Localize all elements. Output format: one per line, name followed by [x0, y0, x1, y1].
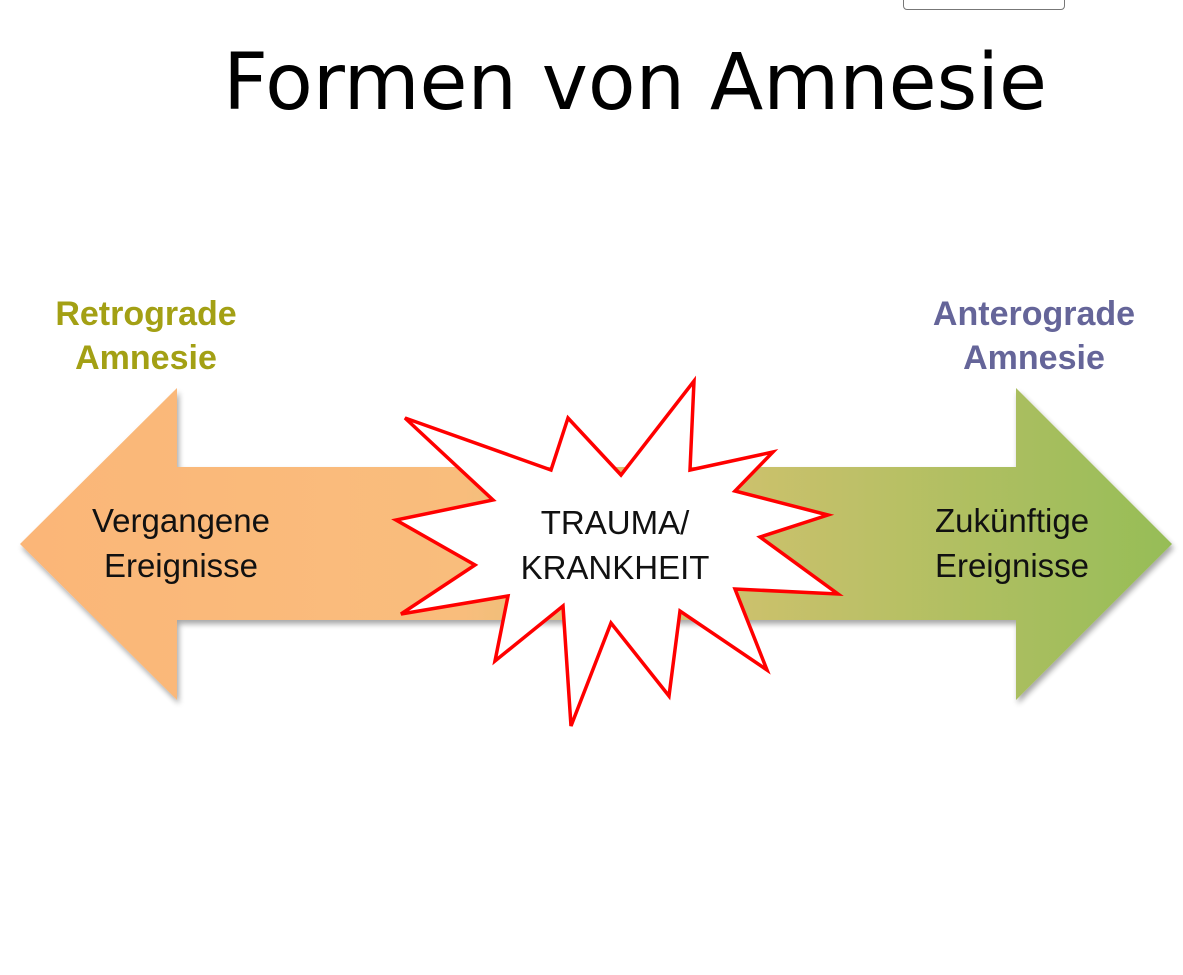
trauma-line2: KRANKHEIT — [520, 549, 710, 586]
retrograde-label-line1: Retrograde — [55, 295, 237, 333]
trauma-illness-text: TRAUMA/ KRANKHEIT — [490, 500, 740, 590]
anterograde-amnesia-label: Anterograde Amnesie — [918, 292, 1150, 380]
future-events-line2: Ereignisse — [934, 547, 1090, 584]
retrograde-label-line2: Amnesie — [75, 339, 217, 377]
trauma-starburst-shape — [391, 375, 844, 727]
slide-title: Formen von Amnesie — [223, 38, 1047, 128]
past-events-text: Vergangene Ereignisse — [70, 498, 292, 588]
future-events-line1: Zukünftige — [934, 502, 1090, 539]
past-events-line1: Vergangene — [91, 502, 270, 539]
header-box-outline — [903, 0, 1065, 10]
future-events-text: Zukünftige Ereignisse — [912, 498, 1112, 588]
trauma-line1: TRAUMA/ — [540, 504, 690, 541]
retrograde-amnesia-label: Retrograde Amnesie — [36, 292, 256, 380]
anterograde-label-line2: Amnesie — [963, 339, 1105, 377]
past-events-line2: Ereignisse — [103, 547, 259, 584]
anterograde-label-line1: Anterograde — [932, 295, 1136, 333]
